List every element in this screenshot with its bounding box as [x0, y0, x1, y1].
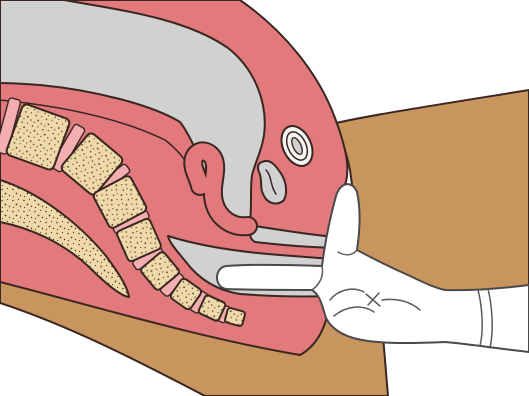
- sacral-vertebra: [224, 307, 245, 326]
